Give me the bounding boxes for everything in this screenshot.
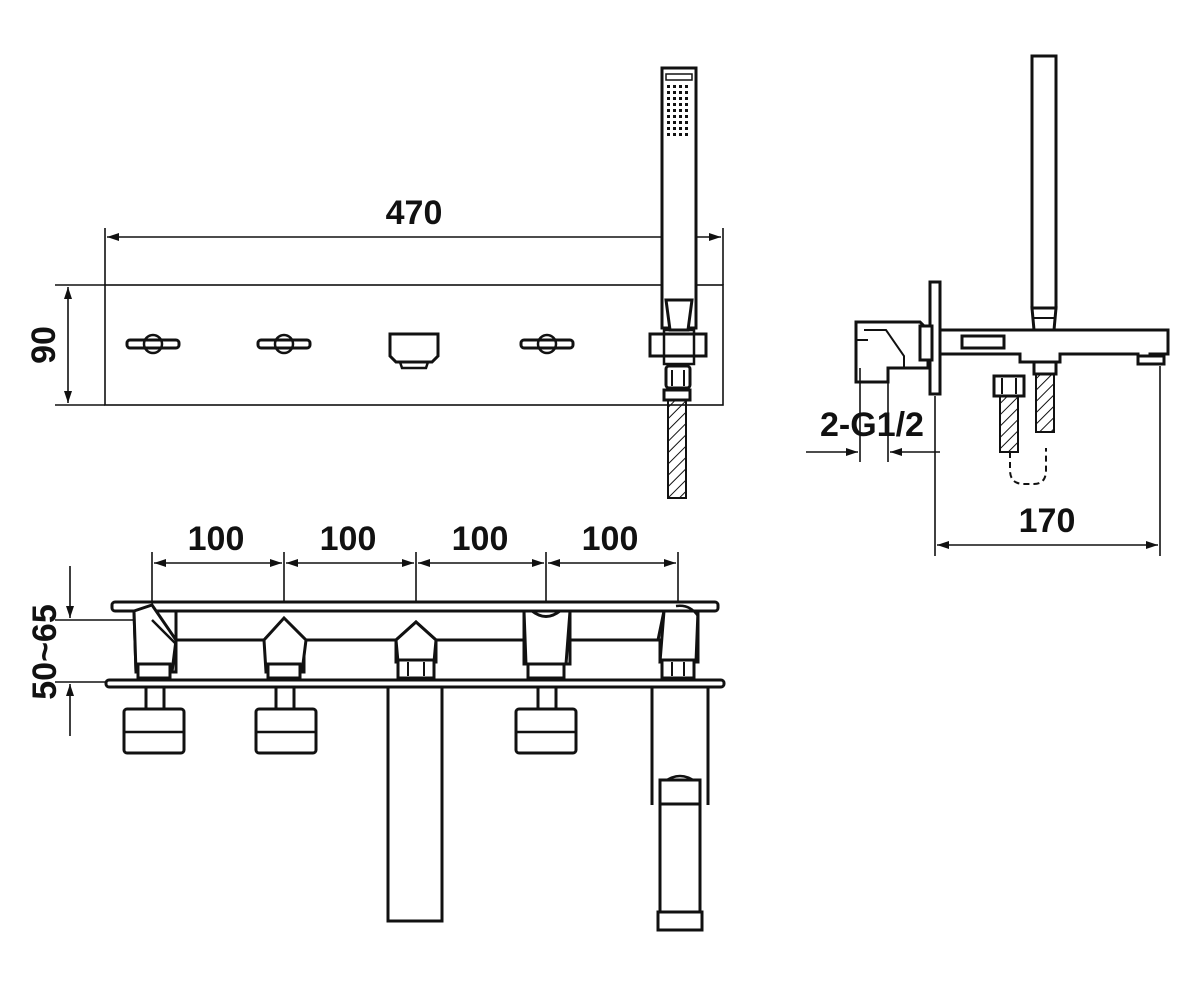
dimension-spacing-3: 100 xyxy=(452,520,509,558)
top-handle-2 xyxy=(256,333,312,355)
front-shower-outlet xyxy=(650,687,710,932)
side-spout xyxy=(938,328,1170,366)
dimension-overall-length: 470 xyxy=(386,194,443,232)
dimension-spacing-2: 100 xyxy=(320,520,377,558)
front-knob-4 xyxy=(514,685,578,755)
side-pipes xyxy=(992,360,1058,485)
side-view: 2-G1/2 170 xyxy=(806,54,1170,556)
front-knob-1 xyxy=(122,685,186,755)
dimension-connection: 2-G1/2 xyxy=(820,406,924,444)
hand-shower xyxy=(648,66,708,499)
front-spout xyxy=(386,685,444,923)
dimension-spacing-1: 100 xyxy=(188,520,245,558)
top-plate xyxy=(104,284,724,406)
side-connector xyxy=(854,320,934,384)
top-handle-4 xyxy=(519,333,575,355)
top-handle-1 xyxy=(125,333,181,355)
front-knob-2 xyxy=(254,685,318,755)
top-view: 470 90 xyxy=(25,66,724,499)
top-spout xyxy=(388,332,440,370)
dimension-spacing-4: 100 xyxy=(582,520,639,558)
side-riser xyxy=(1030,54,1058,332)
front-top-plate xyxy=(110,600,720,613)
dimension-side-depth: 170 xyxy=(1019,502,1076,540)
dimension-plate-height: 90 xyxy=(25,326,63,364)
front-view: 100 100 100 100 50~65 xyxy=(26,520,726,932)
dimension-deck-thickness: 50~65 xyxy=(26,604,64,700)
